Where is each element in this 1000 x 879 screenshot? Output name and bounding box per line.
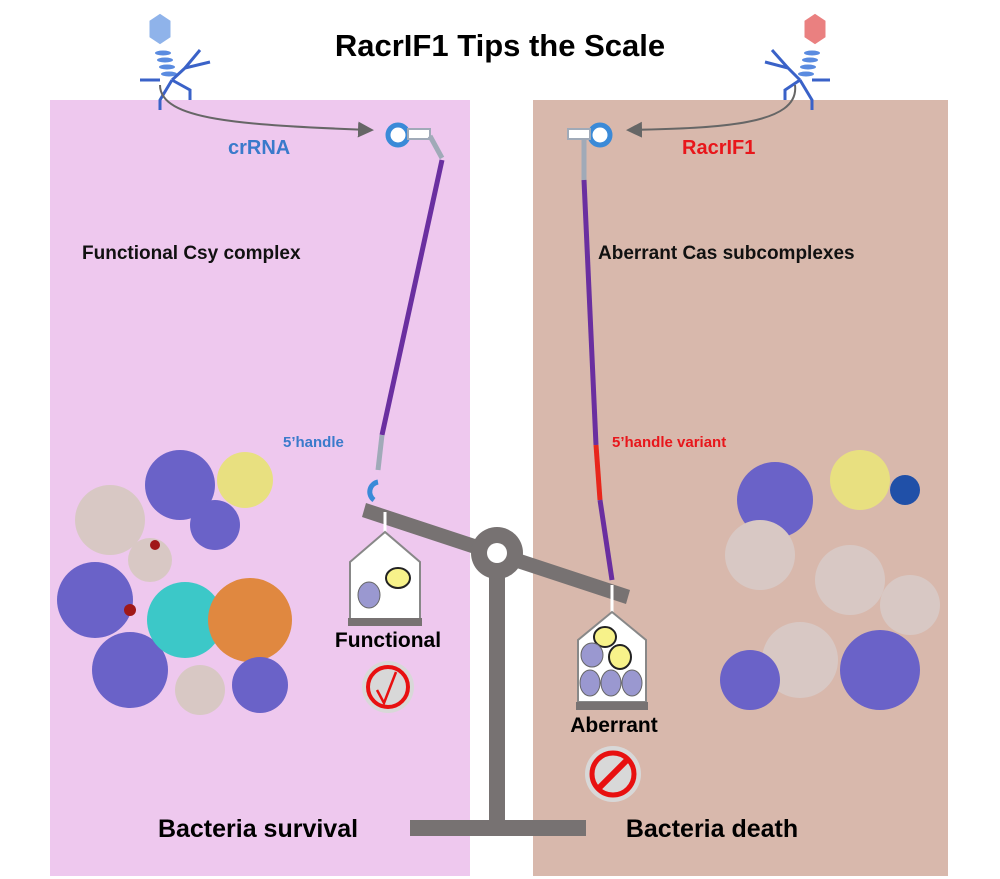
bacteria-death-label: Bacteria death: [625, 815, 799, 843]
racrif1-strand: [567, 122, 615, 581]
functional-csy-heading: Functional Csy complex: [82, 243, 301, 264]
prohibited-icon: [585, 746, 641, 802]
crrna-label: crRNA: [228, 137, 291, 159]
page-title: RacrIF1 Tips the Scale: [334, 28, 666, 63]
racrif1-label: RacrIF1: [682, 137, 756, 159]
handle-label: 5’handle: [283, 434, 344, 451]
blue-phage-icon: [140, 10, 211, 110]
aberrant-cas-heading: Aberrant Cas subcomplexes: [598, 243, 855, 264]
csy-complex-structure: [57, 450, 292, 715]
aberrant-label: Aberrant: [570, 714, 658, 737]
crrna-strand: [367, 122, 445, 503]
balance-scale: [362, 503, 630, 836]
check-circle-icon: [362, 661, 414, 713]
functional-basket: [348, 512, 422, 626]
handle-variant-label: 5’handle variant: [612, 434, 727, 451]
arrow-to-crrna: [159, 84, 374, 138]
arrow-to-racrif1: [626, 84, 797, 138]
aberrant-subcomplex-structure: [720, 450, 940, 710]
red-phage-icon: [764, 10, 830, 110]
functional-label: Functional: [334, 629, 442, 652]
bacteria-survival-label: Bacteria survival: [157, 815, 359, 843]
aberrant-basket: [576, 585, 648, 710]
